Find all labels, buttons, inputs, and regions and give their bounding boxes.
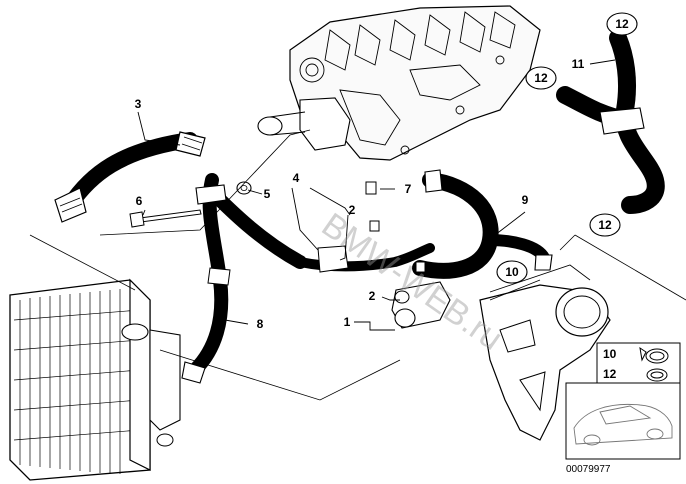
pipe-junction — [236, 181, 435, 273]
thermostat-housing — [257, 97, 351, 151]
sensor-7 — [365, 181, 426, 273]
part-label-5: 5 — [264, 187, 271, 201]
throttle-housing — [479, 284, 611, 441]
leader-lines — [137, 59, 616, 331]
callout-10-mid: 10 — [496, 260, 528, 284]
legend-row-12: 12 — [603, 367, 617, 381]
callout-12-top-text: 12 — [615, 17, 629, 31]
part-label-4: 4 — [293, 171, 300, 185]
part-label-3: 3 — [135, 97, 142, 111]
watermark: BMW-WEB.ru — [315, 206, 510, 358]
callout-12-left: 12 — [525, 66, 557, 90]
spring-clip-icon — [646, 368, 668, 382]
bolt-6 — [129, 209, 202, 228]
part-label-2-upper: 2 — [349, 203, 356, 217]
car-icon — [573, 403, 673, 446]
hose-11 — [556, 29, 665, 214]
legend-row-10: 10 — [603, 347, 617, 361]
part-label-2-lower: 2 — [369, 289, 376, 303]
part-label-9: 9 — [522, 193, 529, 207]
part-label-11: 11 — [572, 57, 585, 71]
part-label-8: 8 — [257, 317, 264, 331]
hose-3-upper — [54, 131, 206, 223]
image-code: 00079977 — [566, 464, 611, 475]
legend-box: 10 12 — [596, 342, 681, 384]
callout-12-left-text: 12 — [534, 71, 548, 85]
reference-lines — [29, 129, 686, 401]
hose-9 — [412, 169, 553, 279]
part-label-6: 6 — [136, 194, 143, 208]
thermostat-1 — [391, 281, 451, 329]
part-label-7: 7 — [405, 182, 412, 196]
callout-10-mid-text: 10 — [505, 265, 519, 279]
hose-8-lower — [181, 173, 307, 384]
callout-12-top: 12 — [606, 12, 638, 36]
part-label-1: 1 — [344, 315, 351, 329]
vehicle-thumbnail — [565, 382, 681, 460]
callout-12-bottom-text: 12 — [598, 218, 612, 232]
radiator — [9, 278, 181, 481]
hose-clamp-icon — [639, 346, 669, 364]
callout-12-bottom: 12 — [589, 213, 621, 237]
